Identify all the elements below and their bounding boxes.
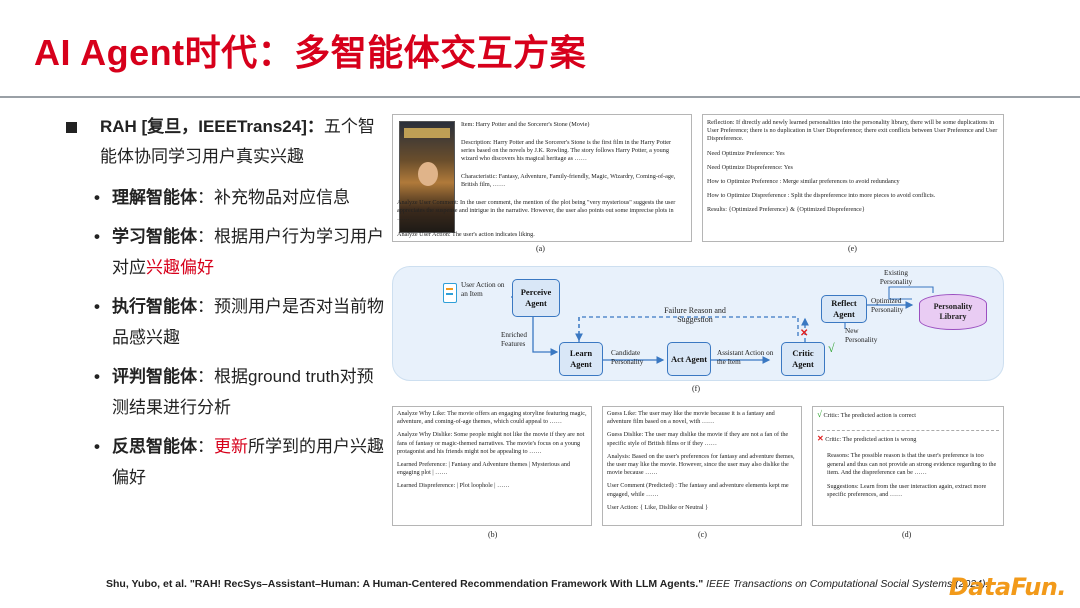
sub-bullet-bold: 执行智能体 bbox=[112, 297, 197, 316]
citation-journal: IEEE Transactions on Computational Socia… bbox=[706, 578, 989, 590]
caption-d: (d) bbox=[902, 530, 912, 539]
sub-bullet-sep: ： bbox=[197, 297, 214, 316]
flow-arrows bbox=[511, 286, 934, 364]
sub-bullet-critic: • 评判智能体：根据ground truth对预测结果进行分析 bbox=[66, 361, 386, 423]
sub-bullet-text: 根据ground truth对预测结果进行分析 bbox=[112, 367, 374, 417]
sub-bullet-reflect: • 反思智能体：更新所学到的用户兴趣偏好 bbox=[66, 431, 386, 493]
panel-a-characteristic: Characteristic: Fantasy, Adventure, Fami… bbox=[461, 173, 676, 189]
sub-bullet-text: 所学到的用户兴趣偏好 bbox=[112, 437, 384, 487]
sub-bullet-bold: 学习智能体 bbox=[112, 227, 197, 246]
caption-b: (b) bbox=[488, 530, 498, 539]
sub-bullet-bold: 评判智能体 bbox=[112, 367, 197, 386]
act-agent-box: Act Agent bbox=[667, 342, 711, 376]
label-optimized: Optimized Personality bbox=[871, 297, 904, 314]
dot-bullet-icon: • bbox=[94, 367, 100, 386]
title-divider bbox=[0, 96, 1080, 98]
checkmark-icon: √ bbox=[817, 409, 822, 419]
main-bullet-text: 五个智能体协同学习用户真实兴趣 bbox=[100, 117, 375, 166]
main-bullet-bold: RAH [复旦，IEEETrans24]： bbox=[100, 117, 324, 136]
panel-b-why-like: Analyze Why Like: The movie offers an en… bbox=[397, 410, 587, 426]
square-bullet-icon bbox=[66, 122, 77, 133]
panel-b-why-dislike: Analyze Why Dislike: Some people might n… bbox=[397, 431, 585, 455]
main-bullet: RAH [复旦，IEEETrans24]：五个智能体协同学习用户真实兴趣 bbox=[66, 112, 386, 172]
panel-c-analysis: Analysis: Based on the user's preference… bbox=[607, 452, 795, 477]
sub-bullet-text: 根据用户行为学习用户对应 bbox=[112, 227, 384, 277]
datafun-logo: DataFun. bbox=[948, 573, 1067, 601]
caption-c: (c) bbox=[698, 530, 707, 539]
panel-b-learned-pref: Learned Preference: | Fantasy and Advent… bbox=[397, 461, 571, 477]
panel-e-need-pref: Need Optimize Preference: Yes bbox=[707, 149, 785, 157]
panel-c-guess-dislike: Guess Dislike: The user may dislike the … bbox=[607, 431, 789, 447]
sub-bullet-text: 预测用户是否对当前物品感兴趣 bbox=[112, 297, 384, 347]
panel-e-how-dispref: How to Optimize Dispreference : Split th… bbox=[707, 192, 936, 200]
sub-bullet-sep: ： bbox=[197, 188, 214, 207]
label-existing: Existing Personality bbox=[879, 269, 913, 286]
rah-figure: Item: Harry Potter and the Sorcerer's St… bbox=[386, 108, 1014, 545]
panel-d: √ Critic: The predicted action is correc… bbox=[812, 406, 1004, 526]
caption-e: (e) bbox=[848, 244, 857, 253]
panel-e-reflection: Reflection: If directly add newly learne… bbox=[707, 119, 998, 143]
sub-bullet-highlight: 更新 bbox=[214, 437, 248, 456]
panel-c-user-action: User Action: { Like, Dislike or Neutral … bbox=[607, 503, 709, 511]
dot-bullet-icon: • bbox=[94, 437, 100, 456]
label-candidate: Candidate Personality bbox=[611, 349, 644, 366]
panel-e-results: Results: {Optimized Preference} & {Optim… bbox=[707, 206, 865, 214]
panel-d-wrong: Critic: The predicted action is wrong bbox=[825, 436, 917, 444]
page-title: AI Agent时代：多智能体交互方案 bbox=[34, 32, 587, 73]
panel-c: Guess Like: The user may like the movie … bbox=[602, 406, 802, 526]
cross-icon: ✕ bbox=[800, 328, 809, 339]
perceive-agent-box: Perceive Agent bbox=[512, 279, 560, 317]
label-assistant-action: Assistant Action on the Item bbox=[717, 349, 774, 366]
panel-d-correct: Critic: The predicted action is correct bbox=[823, 412, 917, 419]
panel-f-flow: User Action on an Item Perceive Agent En… bbox=[392, 266, 1004, 381]
sub-bullet-understand: • 理解智能体：补充物品对应信息 bbox=[66, 182, 386, 213]
panel-a-description: Description: Harry Potter and the Sorcer… bbox=[461, 139, 672, 163]
caption-a: (a) bbox=[536, 244, 545, 253]
label-enriched: Enriched Features bbox=[501, 331, 527, 348]
checkmark-icon: √ bbox=[828, 341, 835, 355]
sub-bullet-learn: • 学习智能体：根据用户行为学习用户对应兴趣偏好 bbox=[66, 221, 386, 283]
cross-icon: ✕ bbox=[817, 434, 824, 444]
personality-library-cylinder: Personality Library bbox=[919, 294, 987, 330]
panel-b: Analyze Why Like: The movie offers an en… bbox=[392, 406, 592, 526]
learn-agent-box: Learn Agent bbox=[559, 342, 603, 376]
citation-main: Shu, Yubo, et al. "RAH! RecSys–Assistant… bbox=[106, 578, 704, 590]
dot-bullet-icon: • bbox=[94, 188, 100, 207]
panel-c-guess-like: Guess Like: The user may like the movie … bbox=[607, 410, 775, 426]
sub-bullet-highlight: 兴趣偏好 bbox=[146, 258, 214, 277]
caption-f: (f) bbox=[692, 384, 700, 393]
label-user-action: User Action on an Item bbox=[461, 281, 505, 298]
critic-agent-box: Critic Agent bbox=[781, 342, 825, 376]
movie-poster-image bbox=[399, 121, 455, 233]
sub-bullet-sep: ： bbox=[197, 227, 214, 246]
label-new: New Personality bbox=[845, 327, 878, 344]
citation: Shu, Yubo, et al. "RAH! RecSys–Assistant… bbox=[106, 578, 988, 590]
dot-bullet-icon: • bbox=[94, 227, 100, 246]
panel-b-learned-dispref: Learned Dispreference: | Plot loophole |… bbox=[397, 482, 510, 490]
sub-bullet-text: 补充物品对应信息 bbox=[214, 188, 350, 207]
panel-e-how-pref: How to Optimize Preference : Merge simil… bbox=[707, 178, 900, 186]
panel-c-user-comment: User Comment (Predicted) : The fantasy a… bbox=[607, 482, 789, 498]
panel-e: Reflection: If directly add newly learne… bbox=[702, 114, 1004, 242]
sub-bullet-sep: ： bbox=[197, 437, 214, 456]
sub-bullet-sep: ： bbox=[197, 367, 214, 386]
user-action-icon bbox=[443, 283, 457, 303]
sub-bullet-bold: 反思智能体 bbox=[112, 437, 197, 456]
reflect-agent-box: Reflect Agent bbox=[821, 295, 867, 323]
panel-a-item: Item: Harry Potter and the Sorcerer's St… bbox=[461, 121, 590, 128]
panel-a: Item: Harry Potter and the Sorcerer's St… bbox=[392, 114, 692, 242]
panel-d-suggestions: Suggestions: Learn from the user interac… bbox=[827, 483, 987, 499]
panel-a-action: Analyze User Action: The user's action i… bbox=[397, 231, 535, 238]
sub-bullet-act: • 执行智能体：预测用户是否对当前物品感兴趣 bbox=[66, 291, 386, 353]
dot-bullet-icon: • bbox=[94, 297, 100, 316]
panel-a-comment: Analyze User Comment: In the user commen… bbox=[397, 199, 676, 223]
sub-bullet-bold: 理解智能体 bbox=[112, 188, 197, 207]
bullet-list: RAH [复旦，IEEETrans24]：五个智能体协同学习用户真实兴趣 • 理… bbox=[66, 112, 386, 493]
label-failure: Failure Reason and Suggestion bbox=[664, 306, 726, 324]
panel-d-reasons: Reasons: The possible reason is that the… bbox=[827, 452, 997, 476]
panel-e-need-dispref: Need Optimize Dispreference: Yes bbox=[707, 163, 793, 171]
